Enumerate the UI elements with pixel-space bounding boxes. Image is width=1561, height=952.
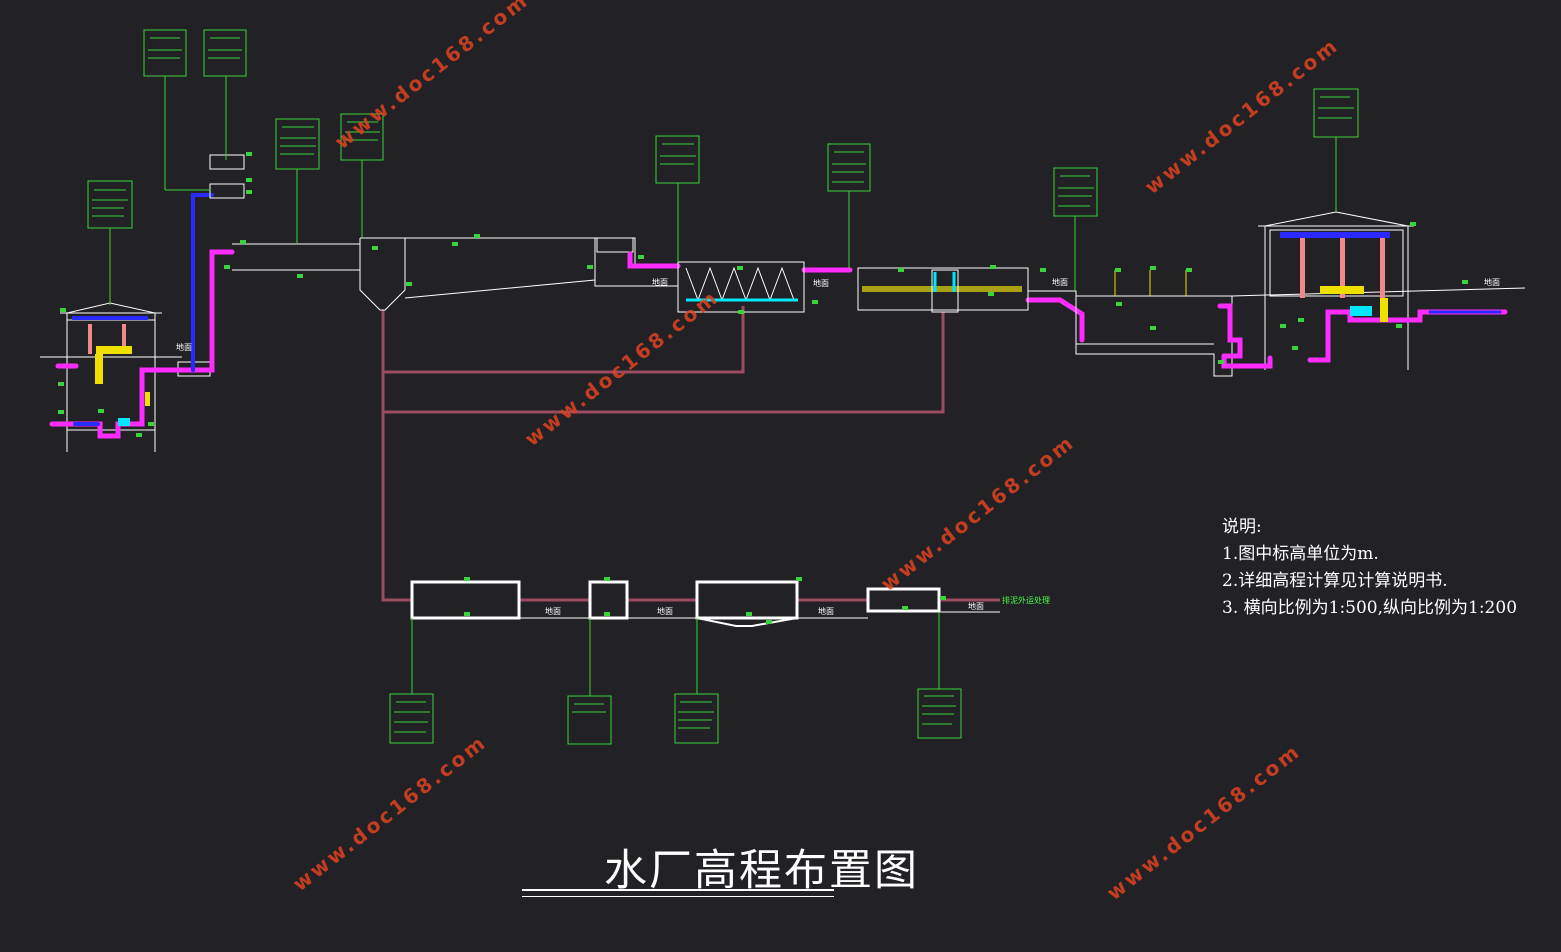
ground-label-distribution: 地面 [1484, 277, 1500, 287]
elevation-marker-icon [58, 152, 1468, 624]
notes-line-3: 3. 横向比例为1:500,纵向比例为1:200 [1222, 598, 1518, 618]
callouts [87, 29, 1359, 745]
ground-label-filter: 地面 [652, 277, 668, 287]
ground-label-intake: 地面 [176, 342, 192, 352]
clearwell [857, 267, 1029, 313]
filter-pipes [627, 251, 1085, 343]
title-underline [522, 889, 834, 891]
notes-block: 说明: 1.图中标高单位为m. 2.详细高程计算见计算说明书. 3. 横向比例为… [1222, 514, 1517, 622]
ground-label-sludge-3: 地面 [818, 606, 834, 616]
dosing-tanks [209, 154, 245, 199]
ground-label-sludge-2: 地面 [657, 606, 673, 616]
ground-label-sludge-4: 地面 [968, 601, 984, 611]
intake-pipes [49, 193, 235, 439]
notes-line-2: 2.详细高程计算见计算说明书. [1222, 571, 1448, 591]
discharge-label: 排泥外运处理 [1002, 595, 1050, 605]
callout-text-lines [92, 37, 1354, 733]
title-underline-thin [522, 896, 834, 897]
notes-line-1: 1.图中标高单位为m. [1222, 544, 1379, 564]
drawing-title: 水厂高程布置图 [604, 846, 919, 896]
distribution-pipes [1217, 232, 1508, 369]
filter-tank [594, 261, 805, 313]
sludge-pipes [381, 306, 1000, 602]
mixing-tank [232, 237, 636, 311]
ground-label-reservoir: 地面 [1052, 277, 1068, 287]
ground-label-clearwell: 地面 [813, 278, 829, 288]
notes-heading: 说明: [1222, 517, 1262, 537]
ground-label-sludge-1: 地面 [545, 606, 561, 616]
sludge-treatment [410, 580, 1000, 627]
